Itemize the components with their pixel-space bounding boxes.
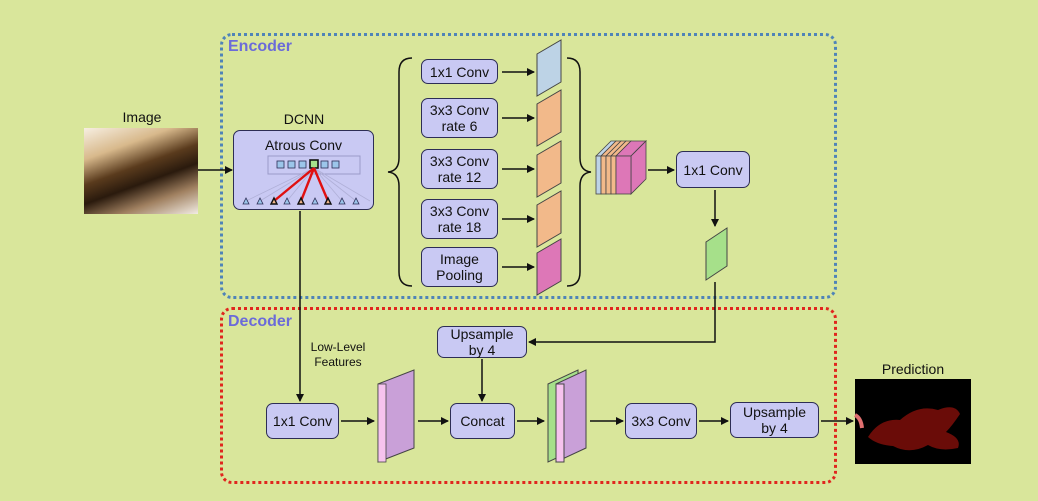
atrous-kernel-icon bbox=[242, 155, 371, 205]
prediction-label: Prediction bbox=[881, 361, 945, 377]
upsample-by-4-second[interactable]: Upsample by 4 bbox=[730, 402, 819, 438]
right-brace bbox=[566, 57, 592, 287]
decoder-1x1-conv[interactable]: 1x1 Conv bbox=[266, 403, 339, 439]
aspp-3x3-rate6[interactable]: 3x3 Conv rate 6 bbox=[421, 98, 498, 138]
low-level-features-label: Low-Level Features bbox=[310, 340, 366, 369]
left-brace bbox=[387, 57, 413, 287]
low-level-map-edge bbox=[377, 383, 387, 463]
input-image bbox=[84, 128, 198, 214]
concatenated-feature-stack bbox=[595, 140, 647, 195]
aspp-feature-maps bbox=[536, 39, 562, 296]
decoder-title: Decoder bbox=[228, 313, 293, 330]
upsample-by-4-first[interactable]: Upsample by 4 bbox=[437, 326, 527, 358]
encoder-1x1-conv[interactable]: 1x1 Conv bbox=[676, 151, 750, 188]
aspp-3x3-rate18[interactable]: 3x3 Conv rate 18 bbox=[421, 199, 498, 239]
prediction-mask bbox=[853, 407, 960, 451]
flow-arrows bbox=[198, 68, 854, 425]
aspp-image-pooling[interactable]: Image Pooling bbox=[421, 247, 498, 287]
concat-block[interactable]: Concat bbox=[450, 403, 515, 439]
decoder-3x3-conv[interactable]: 3x3 Conv bbox=[625, 403, 697, 439]
decoder-frame bbox=[220, 307, 837, 484]
input-image-label: Image bbox=[122, 109, 162, 125]
encoder-output-map bbox=[705, 227, 728, 281]
atrous-conv-block[interactable]: Atrous Conv bbox=[233, 130, 374, 210]
aspp-1x1-conv[interactable]: 1x1 Conv bbox=[421, 59, 498, 84]
encoder-title: Encoder bbox=[228, 38, 293, 55]
encoder-frame bbox=[220, 33, 837, 299]
dcnn-label: DCNN bbox=[283, 111, 325, 127]
aspp-3x3-rate12[interactable]: 3x3 Conv rate 12 bbox=[421, 149, 498, 189]
concat-feature-maps bbox=[547, 369, 587, 463]
atrous-conv-label: Atrous Conv bbox=[264, 137, 343, 153]
